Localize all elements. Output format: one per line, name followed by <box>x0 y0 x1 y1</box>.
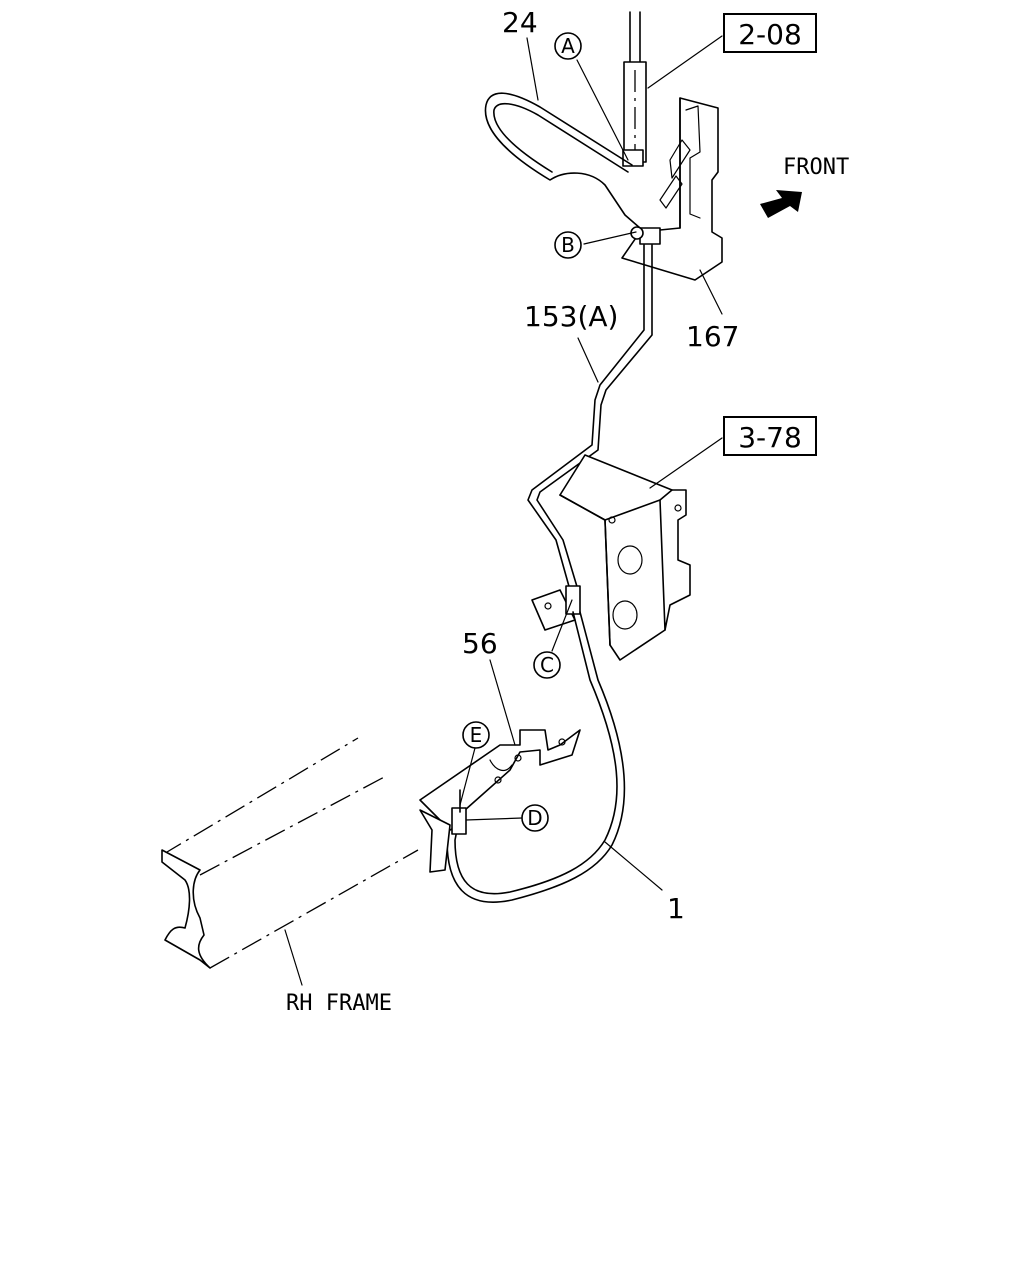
rh-frame-label: RH FRAME <box>286 991 392 1016</box>
svg-text:E: E <box>470 723 483 747</box>
pipe-1 <box>446 585 626 903</box>
svg-text:A: A <box>561 34 575 58</box>
bracket-167 <box>621 97 723 281</box>
callout-24: 24 <box>502 6 538 39</box>
ref-label-3-78: 3-78 <box>738 421 802 454</box>
pipe-24 <box>484 92 641 229</box>
callout-1: 1 <box>667 892 685 925</box>
svg-text:D: D <box>527 806 542 830</box>
rh-frame <box>161 737 419 969</box>
bracket-3-78 <box>531 454 691 661</box>
front-label: FRONT <box>783 155 849 180</box>
cylinder-rod <box>622 11 647 167</box>
leader-lines <box>284 35 723 986</box>
callout-153a: 153(A) <box>524 300 618 333</box>
svg-text:B: B <box>561 233 575 257</box>
ref-box-3-78[interactable]: 3-78 <box>723 416 817 456</box>
point-b: B <box>554 231 582 259</box>
callout-167: 167 <box>686 320 739 353</box>
point-a: A <box>554 32 582 60</box>
svg-text:C: C <box>540 653 554 677</box>
point-c: C <box>533 651 561 679</box>
point-d: D <box>521 804 549 832</box>
callout-56: 56 <box>462 627 498 660</box>
pipe-153a <box>527 244 653 591</box>
ref-box-2-08[interactable]: 2-08 <box>723 13 817 53</box>
point-e: E <box>462 721 490 749</box>
ref-label-2-08: 2-08 <box>738 18 802 51</box>
front-arrow-icon <box>760 190 802 218</box>
bracket-56 <box>419 729 581 873</box>
